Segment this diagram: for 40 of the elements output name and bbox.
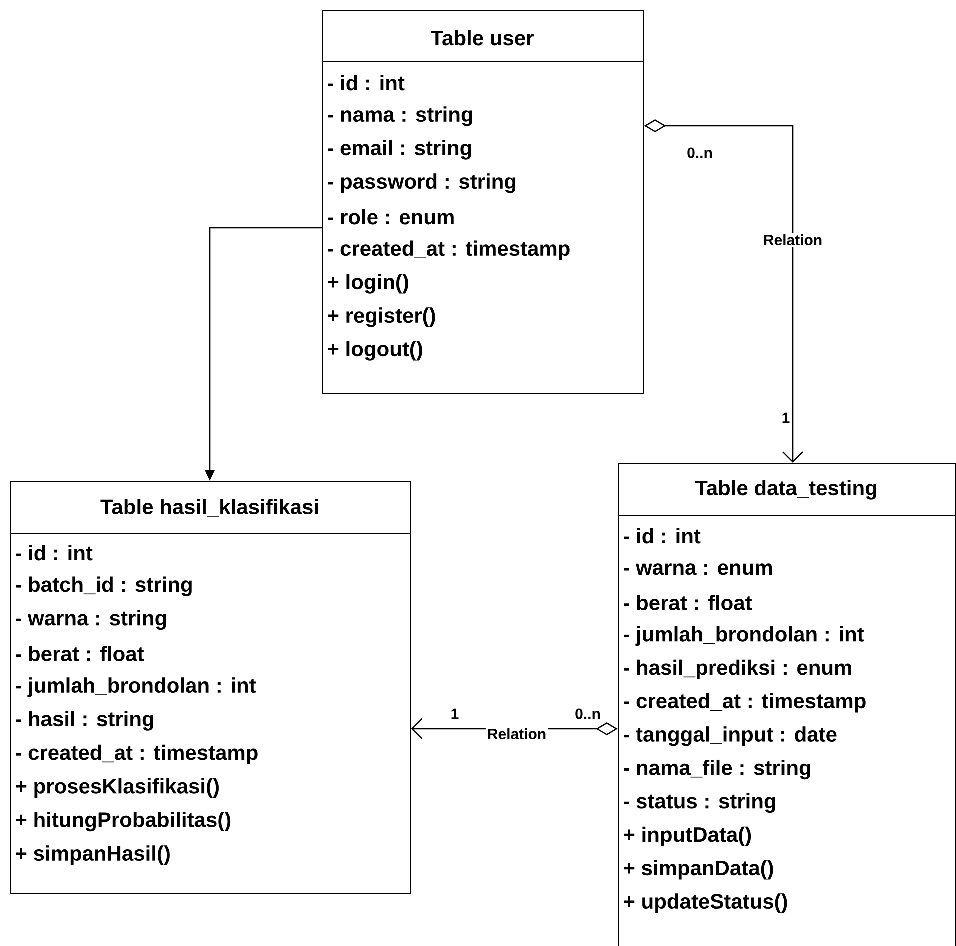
member-text: - id : int (328, 75, 405, 91)
member-text: - hasil : string (16, 711, 154, 731)
member-text: + prosesKlasifikasi() (16, 778, 219, 798)
member-text: - batch_id : string (16, 576, 192, 596)
multiplicity-label: 1 (782, 412, 790, 424)
member-text: + hitungProbabilitas() (16, 812, 231, 832)
member-text: - created_at : timestamp (328, 240, 570, 260)
member-text: - tanggal_input : date (624, 726, 837, 746)
member-text: + simpanHasil() (16, 846, 170, 866)
member-text: - nama_file : string (624, 760, 810, 780)
multiplicity-label: 0..n (688, 148, 712, 158)
member-text: - email : string (328, 140, 472, 160)
member-text: - id : int (16, 545, 93, 561)
member-text: - hasil_prediksi : enum (624, 660, 852, 680)
member-text: + updateStatus() (624, 894, 788, 914)
member-text: + simpanData() (624, 860, 774, 880)
edge-label: Relation (486, 727, 548, 742)
member-text: - warna : enum (624, 564, 772, 576)
member-text: - created_at : timestamp (16, 744, 258, 764)
class-title: Table user (431, 30, 534, 46)
class-title: Table hasil_klasifikasi (100, 499, 318, 517)
member-text: - jumlah_brondolan : int (624, 626, 864, 646)
member-text: - id : int (624, 528, 701, 544)
member-text: + inputData() (624, 826, 752, 846)
member-text: + register() (328, 308, 436, 328)
edge-label: Relation (762, 233, 824, 248)
member-text: - berat : float (624, 595, 752, 611)
member-text: - status : string (624, 793, 776, 814)
class-title: Table data_testing (695, 480, 876, 500)
member-text: + logout() (328, 341, 422, 361)
member-text: - role : enum (328, 209, 454, 225)
member-text: - warna : string (16, 610, 166, 630)
member-text: - created_at : timestamp (624, 693, 866, 713)
multiplicity-label: 0..n (576, 708, 600, 720)
member-text: - berat : float (16, 646, 144, 662)
member-text: + login() (328, 274, 408, 294)
member-text: - nama : string (328, 106, 472, 126)
member-text: - password : string (328, 174, 516, 194)
member-text: - jumlah_brondolan : int (16, 678, 256, 698)
multiplicity-label: 1 (452, 708, 459, 720)
